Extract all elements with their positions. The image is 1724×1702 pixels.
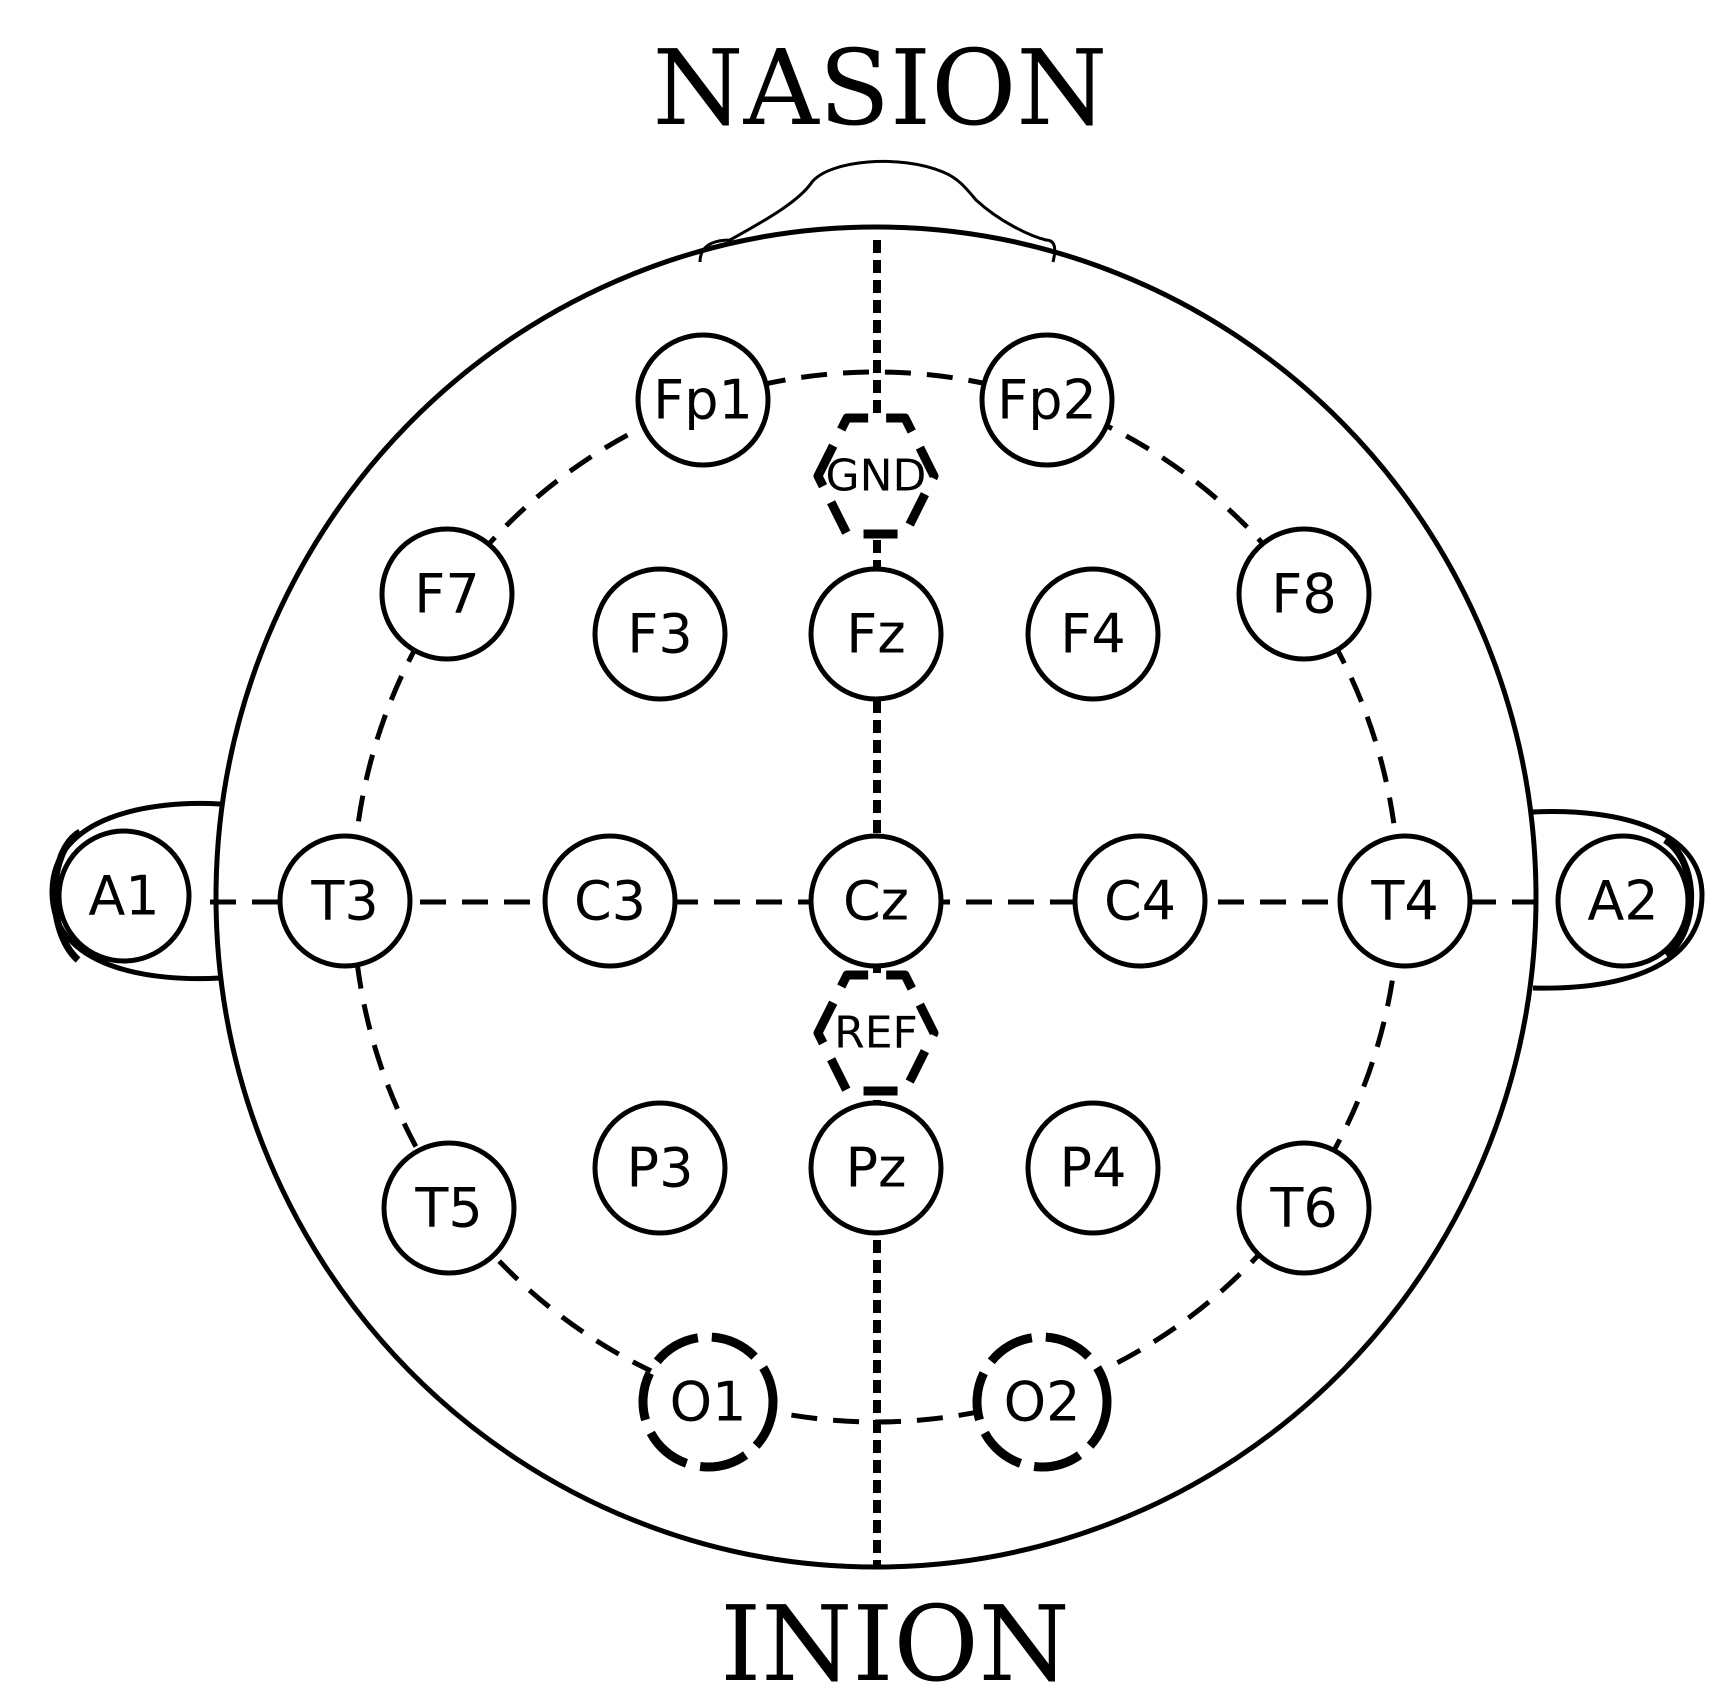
electrode-fz-label: Fz xyxy=(846,603,905,666)
electrode-p3-label: P3 xyxy=(627,1137,694,1200)
electrode-f3[interactable]: F3 xyxy=(592,566,728,702)
electrode-c4[interactable]: C4 xyxy=(1072,833,1208,969)
electrode-a1-label: A1 xyxy=(88,865,159,928)
electrode-o2-label: O2 xyxy=(1004,1371,1081,1434)
left-ear-inner xyxy=(51,828,83,963)
electrode-c3[interactable]: C3 xyxy=(542,833,678,969)
electrode-a1[interactable]: A1 xyxy=(56,828,192,964)
electrode-t5[interactable]: T5 xyxy=(381,1140,517,1276)
nasion-label: NASION xyxy=(653,27,1108,149)
electrode-fp1[interactable]: Fp1 xyxy=(635,332,771,468)
electrode-c4-label: C4 xyxy=(1104,870,1176,933)
electrode-a2[interactable]: A2 xyxy=(1555,833,1691,969)
electrode-t6-label: T6 xyxy=(1269,1177,1337,1240)
electrode-layer: Fp1 Fp2 F7 F3 Fz F4 F8 A1 T3 C3 Cz C4 T4… xyxy=(56,332,1691,1472)
electrode-ref-label: REF xyxy=(834,1008,918,1059)
electrode-f4[interactable]: F4 xyxy=(1025,566,1161,702)
electrode-f3-label: F3 xyxy=(627,603,692,666)
nose-shape xyxy=(698,159,1057,263)
electrode-c3-label: C3 xyxy=(574,870,646,933)
electrode-f8-label: F8 xyxy=(1271,563,1336,626)
electrode-gnd-label: GND xyxy=(826,451,927,502)
electrode-t3[interactable]: T3 xyxy=(277,833,413,969)
electrode-pz[interactable]: Pz xyxy=(808,1100,944,1236)
electrode-p3[interactable]: P3 xyxy=(592,1100,728,1236)
electrode-t3-label: T3 xyxy=(310,870,378,933)
head-outline xyxy=(213,224,1539,1570)
electrode-gnd[interactable]: GND xyxy=(813,413,939,539)
right-ear-shape xyxy=(1532,809,1705,991)
electrode-f7-label: F7 xyxy=(414,563,479,626)
electrode-o1-label: O1 xyxy=(670,1371,747,1434)
electrode-a2-label: A2 xyxy=(1587,870,1658,933)
electrode-t4-label: T4 xyxy=(1370,870,1438,933)
electrode-fp2-label: Fp2 xyxy=(997,369,1097,432)
electrode-fp1-label: Fp1 xyxy=(653,369,753,432)
electrode-p4[interactable]: P4 xyxy=(1025,1100,1161,1236)
electrode-f8[interactable]: F8 xyxy=(1236,526,1372,662)
electrode-fp2[interactable]: Fp2 xyxy=(979,332,1115,468)
right-ear-inner xyxy=(1662,837,1695,958)
inion-label: INION xyxy=(720,1583,1069,1702)
electrode-o1[interactable]: O1 xyxy=(638,1332,778,1472)
electrode-o2[interactable]: O2 xyxy=(972,1332,1112,1472)
electrode-f4-label: F4 xyxy=(1060,603,1125,666)
electrode-pz-label: Pz xyxy=(846,1137,907,1200)
electrode-cz[interactable]: Cz xyxy=(808,833,944,969)
electrode-ref[interactable]: REF xyxy=(813,970,939,1096)
electrode-cz-label: Cz xyxy=(843,870,909,933)
electrode-t4[interactable]: T4 xyxy=(1337,833,1473,969)
electrode-t6[interactable]: T6 xyxy=(1236,1140,1372,1276)
electrode-f7[interactable]: F7 xyxy=(379,526,515,662)
electrode-fz[interactable]: Fz xyxy=(808,566,944,702)
electrode-t5-label: T5 xyxy=(414,1177,482,1240)
electrode-p4-label: P4 xyxy=(1060,1137,1127,1200)
